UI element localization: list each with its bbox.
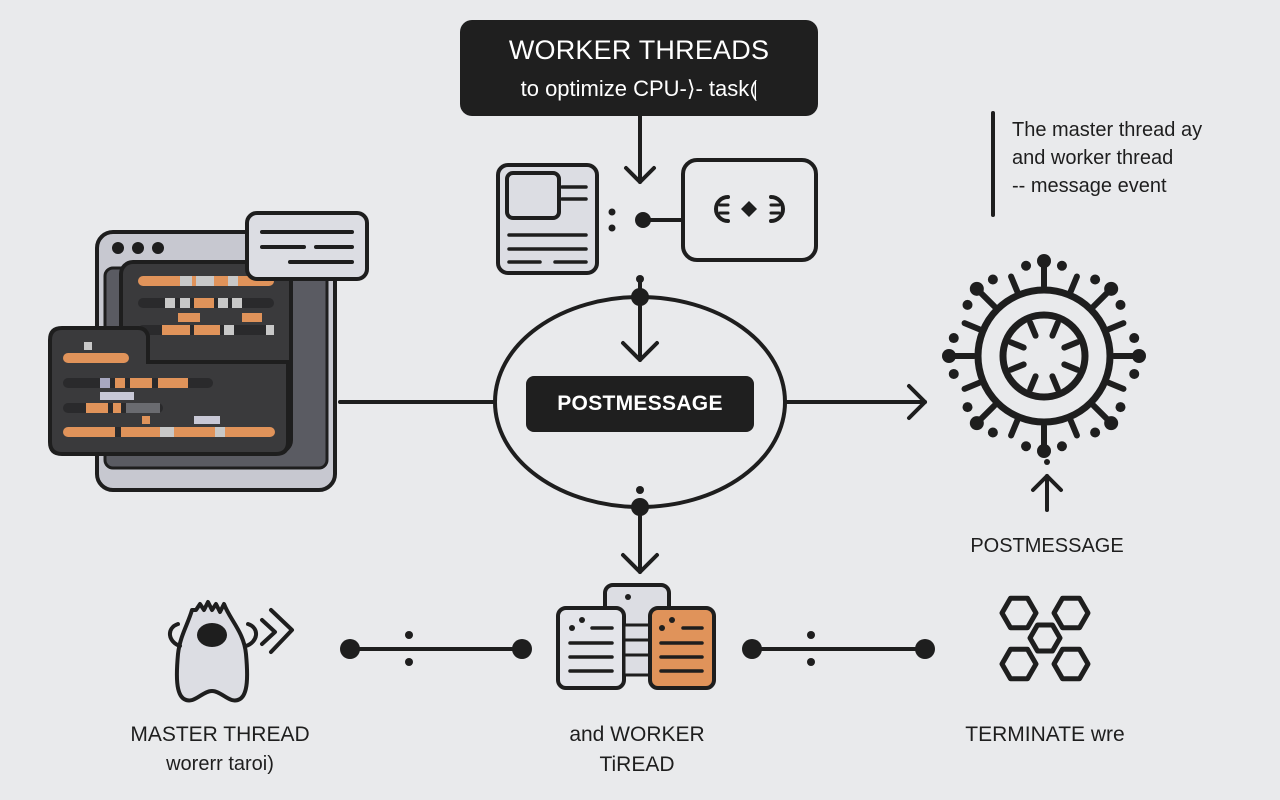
right-postmessage-label: POSTMESSAGE xyxy=(970,535,1124,557)
cpu-inner-spoke xyxy=(1027,319,1039,339)
exchange-icon xyxy=(681,158,818,262)
cpu-spike-tip xyxy=(1037,254,1051,268)
connector-dot xyxy=(405,631,413,639)
cpu-spike-tip xyxy=(942,349,956,363)
cpu-dot xyxy=(1129,368,1140,379)
terminate-label: TERMINATE wre xyxy=(965,723,1125,746)
cpu-inner-spoke xyxy=(1027,373,1039,393)
cpu-dot xyxy=(948,368,959,379)
cpu-spike xyxy=(961,379,983,392)
cpu-spike-tip xyxy=(969,281,984,296)
connector-dot xyxy=(807,631,815,639)
title-down-arrow xyxy=(624,114,656,184)
cpu-dot xyxy=(1056,441,1067,452)
cpu-spike xyxy=(1067,417,1080,439)
speech-bubble-icon xyxy=(245,211,369,281)
title-subheading: to optimize CPU-⟩- task⟬ xyxy=(520,76,758,101)
postmessage-label-box: POSTMESSAGE xyxy=(526,376,754,432)
hexagon xyxy=(1051,646,1091,682)
cpu-spike xyxy=(1067,273,1080,295)
connector-end-dot xyxy=(742,639,762,659)
cpu-dot xyxy=(962,299,973,310)
cpu-dot xyxy=(1021,260,1032,271)
hexagon xyxy=(999,595,1039,631)
cpu-core-icon xyxy=(942,254,1146,458)
worker-thread-sublabel: TiREAD xyxy=(599,753,675,776)
connector-end-dot xyxy=(512,639,532,659)
up-arrow-to-cpu xyxy=(1031,474,1063,512)
note-line: The master thread ay xyxy=(1012,119,1203,141)
connector-dot xyxy=(636,275,644,283)
note-text: The master thread ay and worker thread -… xyxy=(1012,116,1202,200)
hexagon xyxy=(999,646,1039,682)
cpu-spike xyxy=(961,320,983,333)
worker-thread-label: and WORKER xyxy=(569,723,705,746)
connector-dot xyxy=(1044,459,1050,465)
note-line: and worker thread xyxy=(1012,147,1174,169)
code-window-icon xyxy=(48,230,337,492)
note-bar xyxy=(991,111,995,217)
cpu-dot xyxy=(1115,402,1126,413)
connector-dot xyxy=(405,658,413,666)
cpu-inner-spoke xyxy=(1007,361,1027,373)
note-line: -- message event xyxy=(1012,175,1167,197)
master-thread-label: MASTER THREAD xyxy=(130,723,310,746)
cpu-spike-tip xyxy=(1037,444,1051,458)
cpu-inner-spoke xyxy=(1061,339,1081,351)
title-box: WORKER THREADS to optimize CPU-⟩- task⟬ xyxy=(460,20,818,116)
cpu-dot xyxy=(1056,260,1067,271)
ellipse-bottom-arrow xyxy=(621,505,659,574)
cpu-spike-tip xyxy=(1132,349,1146,363)
connector-end-dot xyxy=(915,639,935,659)
cpu-spike-tip xyxy=(1104,416,1119,431)
connector-dot xyxy=(636,486,644,494)
connector-dot xyxy=(635,212,651,228)
cpu-dot xyxy=(962,402,973,413)
cpu-dot xyxy=(1129,333,1140,344)
cpu-dot xyxy=(1090,274,1101,285)
ellipse-to-cpu-arrow xyxy=(783,384,927,420)
title-heading: WORKER THREADS xyxy=(508,35,770,65)
ellipse-top-node xyxy=(631,288,649,306)
cpu-spike xyxy=(1105,379,1127,392)
cpu-spike xyxy=(1008,417,1021,439)
document-icon xyxy=(496,163,599,275)
cpu-spike xyxy=(1105,320,1127,333)
cpu-spike xyxy=(1008,273,1021,295)
connector-dot xyxy=(608,224,616,232)
hexagon-cluster-icon xyxy=(999,595,1091,682)
hexagon xyxy=(1027,622,1063,654)
master-thread-sublabel: worerr taroi) xyxy=(166,753,274,775)
cpu-dot xyxy=(987,427,998,438)
cpu-dot xyxy=(948,333,959,344)
cpu-spike-tip xyxy=(1104,281,1119,296)
cpu-inner-spoke xyxy=(1061,361,1081,373)
cpu-inner-spoke xyxy=(1049,319,1061,339)
cpu-dot xyxy=(1090,427,1101,438)
hexagon xyxy=(1051,595,1091,631)
cpu-dot xyxy=(1115,299,1126,310)
connector-dot xyxy=(807,658,815,666)
cpu-inner-spoke xyxy=(1049,373,1061,393)
stacked-files-icon xyxy=(556,583,716,690)
cpu-spike-tip xyxy=(969,416,984,431)
connector-dot xyxy=(608,208,616,216)
ellipse-bottom-node xyxy=(631,498,649,516)
cpu-dot xyxy=(987,274,998,285)
node-mascot-icon xyxy=(168,600,294,703)
cpu-inner-spoke xyxy=(1007,339,1027,351)
cpu-dot xyxy=(1021,441,1032,452)
connector-end-dot xyxy=(340,639,360,659)
